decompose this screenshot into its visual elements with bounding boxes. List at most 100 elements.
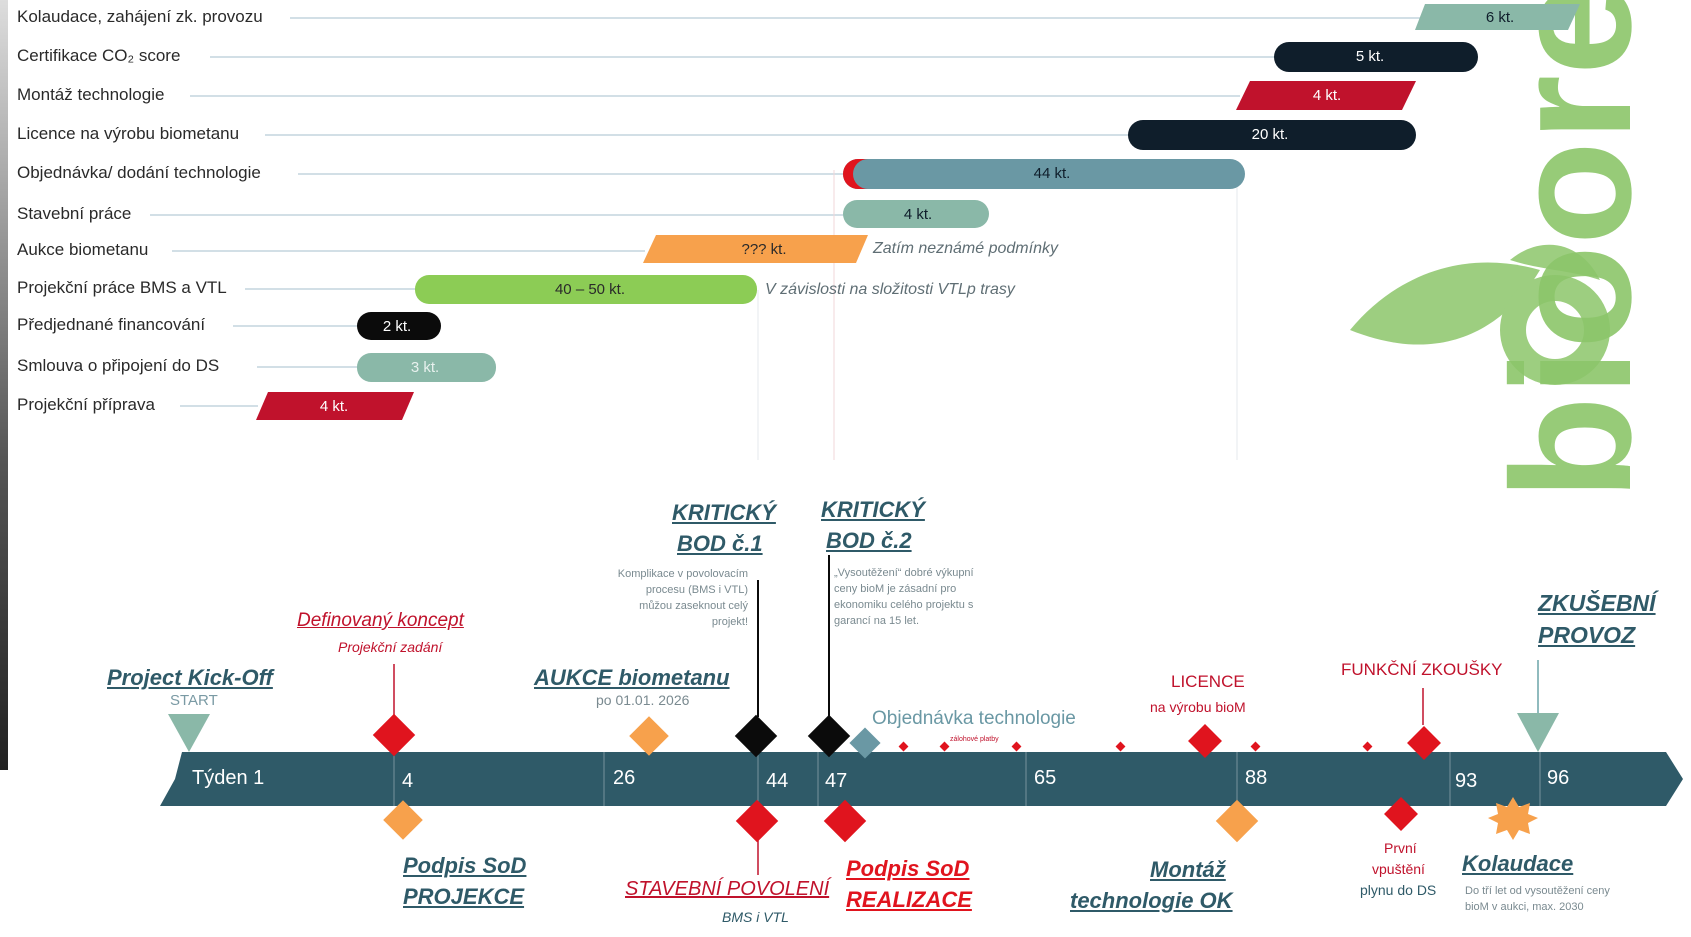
bar-text-objednavka: 44 kt.	[1033, 165, 1071, 182]
left-edge-strip	[0, 0, 8, 770]
montaz-diamond-icon	[1215, 799, 1259, 843]
kriticky1-title2: BOD č.1	[677, 531, 763, 556]
aukce-title: AUKCE biometanu	[534, 665, 730, 690]
kriticky2-desc: „Vysoutěžení“ dobré výkupní ceny bioM je…	[834, 567, 974, 627]
bar-text-smlouva: 3 kt.	[410, 359, 440, 376]
koncept-diamond-icon	[372, 713, 416, 757]
logo-leaf-icon	[1350, 244, 1610, 385]
kolaudace-title: Kolaudace	[1462, 851, 1574, 876]
koncept-title: Definovaný koncept	[297, 610, 464, 631]
week-label-44: 44	[766, 770, 789, 792]
sod-realizace-title2: REALIZACE	[846, 887, 972, 912]
zkusebni-title2: PROVOZ	[1538, 622, 1636, 648]
bar-text-aukce: ??? kt.	[741, 241, 787, 258]
week-label-26: 26	[613, 767, 636, 789]
task-label-stavebni: Stavební práce	[17, 204, 132, 223]
kriticky2-title1: KRITICKÝ	[821, 497, 925, 522]
week-label-1: Týden 1	[192, 767, 265, 789]
sod-realizace-diamond-icon	[823, 799, 867, 843]
kickoff-title: Project Kick-Off	[107, 665, 273, 690]
licence-diamond-icon	[1188, 724, 1222, 758]
timeline-arrow-bar	[160, 752, 1683, 806]
week-label-93: 93	[1455, 770, 1478, 792]
bar-montaz	[1236, 81, 1416, 110]
bar-financovani	[357, 312, 441, 340]
kriticky1-title1: KRITICKÝ	[672, 500, 776, 525]
bar-kolaudace	[1415, 4, 1580, 30]
kriticky1-diamond-icon	[734, 714, 778, 758]
funkcni-title: FUNKČNÍ ZKOUŠKY	[1341, 660, 1503, 679]
week-label-88: 88	[1245, 767, 1268, 789]
task-label-aukce: Aukce biometanu	[17, 240, 149, 259]
bar-text-licence: 20 kt.	[1251, 126, 1289, 143]
funkcni-diamond-icon	[1407, 726, 1441, 760]
bar-stavebni	[843, 200, 989, 228]
task-label-certifikace: Certifikace CO₂ score	[17, 46, 181, 65]
aukce-diamond-icon	[629, 716, 669, 756]
prvni-diamond-icon	[1384, 797, 1418, 831]
objednavka-sub: zálohové platby	[950, 736, 999, 743]
koncept-sub: Projekční zadání	[338, 639, 443, 655]
logo-watermark: bioore	[1350, 0, 1667, 500]
zkusebni-title1: ZKUŠEBNÍ	[1538, 590, 1656, 616]
week-label-96: 96	[1547, 767, 1570, 789]
sod-realizace-title1: Podpis SoD	[846, 856, 970, 881]
zkusebni-triangle-icon	[1517, 713, 1559, 752]
kolaudace-desc: Do tří let od vysoutěžení ceny bioM v au…	[1465, 885, 1610, 913]
task-label-objednavka: Objednávka/ dodání technologie	[17, 163, 261, 182]
sod-projekce-title1: Podpis SoD	[403, 853, 527, 878]
povoleni-diamond-icon	[735, 799, 779, 843]
prvni-line3: plynu do DS	[1360, 882, 1437, 898]
task-label-priprava: Projekční příprava	[17, 395, 155, 414]
week-label-65: 65	[1034, 767, 1057, 789]
task-label-financovani: Předjednané financování	[17, 315, 206, 334]
aukce-sub: po 01.01. 2026	[596, 692, 690, 708]
bar-certifikace	[1274, 42, 1478, 72]
task-label-licence: Licence na výrobu biometanu	[17, 124, 240, 143]
gantt-lines	[150, 17, 1420, 460]
note-aukce: Zatím neznámé podmínky	[873, 240, 1058, 257]
bar-smlouva	[357, 353, 496, 382]
prvni-line1: První	[1384, 840, 1417, 856]
licence-sub: na výrobu bioM	[1150, 699, 1246, 715]
bar-objednavka	[843, 159, 1245, 189]
bar-objednavka-red-cap	[843, 159, 868, 189]
logo-wordmark: bioore	[1477, 0, 1667, 500]
week-label-47: 47	[825, 770, 848, 792]
montaz-title2: technologie OK	[1070, 888, 1233, 913]
montaz-title1: Montáž	[1150, 857, 1226, 882]
licence-title: LICENCE	[1171, 672, 1245, 691]
bar-projekcni-prace	[415, 275, 757, 304]
bar-text-priprava: 4 kt.	[319, 398, 349, 415]
bar-text-kolaudace: 6 kt.	[1485, 9, 1515, 26]
task-label-smlouva: Smlouva o připojení do DS	[17, 356, 220, 375]
task-label-kolaudace: Kolaudace, zahájení zk. provozu	[17, 7, 263, 26]
kolaudace-burst-icon	[1488, 797, 1538, 840]
kickoff-sub: START	[170, 692, 218, 709]
bar-text-certifikace: 5 kt.	[1355, 48, 1385, 65]
bar-priprava	[256, 392, 414, 420]
task-label-montaz: Montáž technologie	[17, 85, 165, 104]
prvni-line2: vpuštění	[1372, 861, 1425, 877]
povoleni-title: STAVEBNÍ POVOLENÍ	[625, 878, 830, 900]
bar-licence	[1128, 120, 1416, 150]
gantt-bars	[256, 4, 1580, 420]
bar-text-financovani: 2 kt.	[382, 318, 412, 335]
kriticky2-title2: BOD č.2	[826, 528, 912, 553]
bar-aukce	[643, 235, 868, 263]
week-label-4: 4	[402, 770, 414, 792]
kriticky1-desc: Komplikace v povolovacím procesu (BMS i …	[617, 568, 748, 628]
objednavka-title: Objednávka technologie	[872, 708, 1076, 729]
sod-projekce-diamond-icon	[383, 800, 423, 840]
povoleni-sub: BMS i VTL	[722, 909, 789, 925]
bar-text-stavebni: 4 kt.	[903, 206, 933, 223]
bar-text-montaz: 4 kt.	[1312, 87, 1342, 104]
sod-projekce-title2: PROJEKCE	[403, 884, 525, 909]
note-projekcni-prace: V závislosti na složitosti VTLp trasy	[765, 281, 1015, 298]
task-label-projekcni-prace: Projekční práce BMS a VTL	[17, 278, 227, 297]
kriticky2-diamond-icon	[807, 714, 851, 758]
kickoff-triangle-icon	[168, 714, 210, 752]
bar-text-projekcni-prace: 40 – 50 kt.	[554, 281, 626, 298]
